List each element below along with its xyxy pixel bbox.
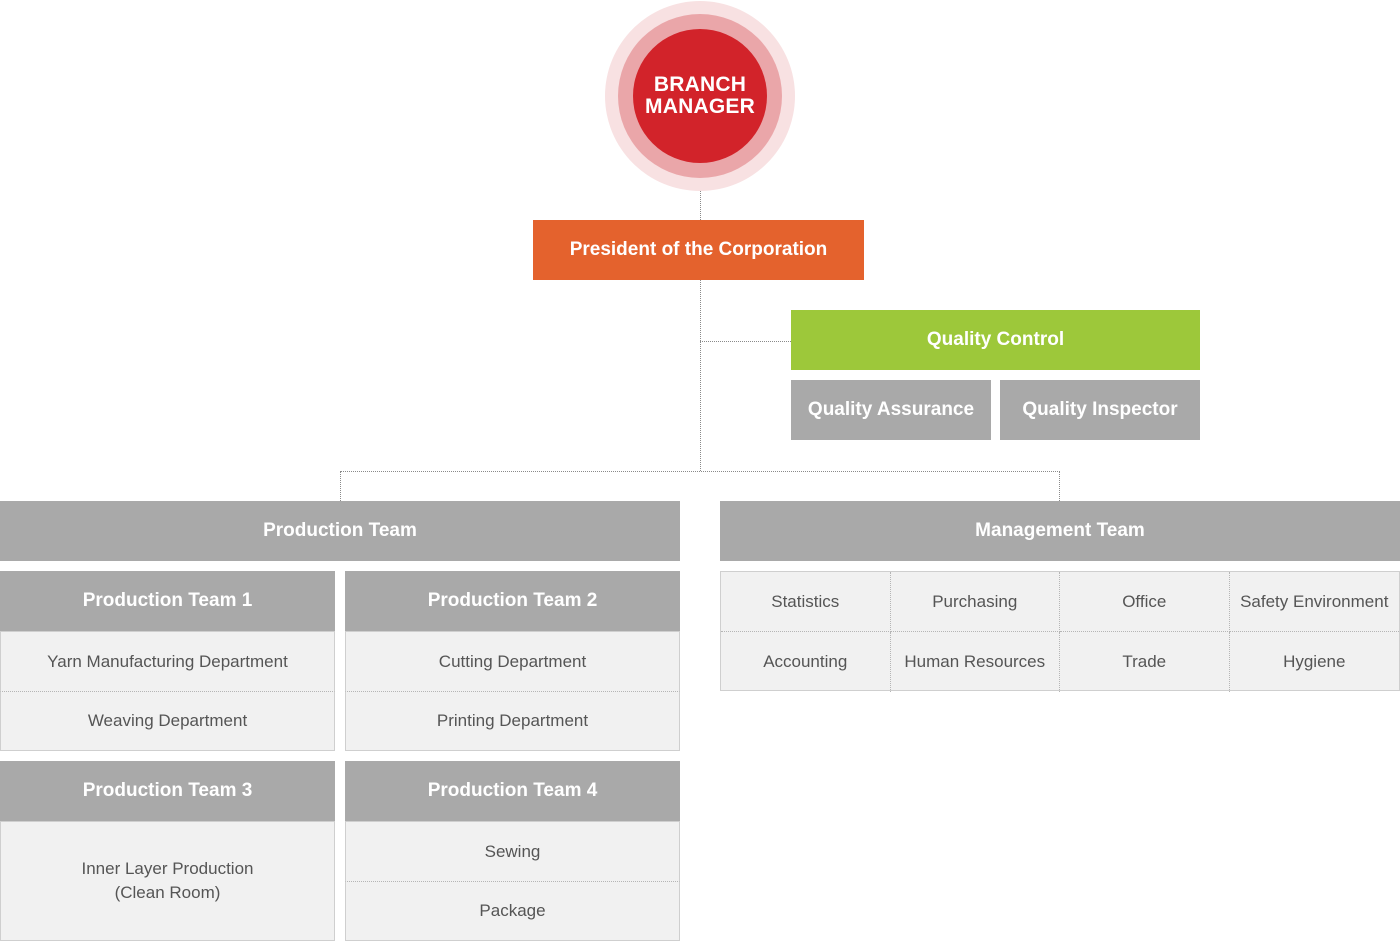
management-item-accounting: Accounting bbox=[721, 632, 891, 692]
production-team-4-item: Sewing bbox=[345, 821, 680, 881]
production-team-1-header: Production Team 1 bbox=[0, 571, 335, 631]
management-item-trade: Trade bbox=[1060, 632, 1230, 692]
production-team-4-header: Production Team 4 bbox=[345, 761, 680, 821]
production-team-2-item: Printing Department bbox=[345, 691, 680, 751]
branch-manager-node: BRANCH MANAGER bbox=[633, 29, 767, 163]
management-item-statistics: Statistics bbox=[721, 572, 891, 632]
connector-manager-president bbox=[700, 163, 701, 220]
management-item-office: Office bbox=[1060, 572, 1230, 632]
quality-inspector-node: Quality Inspector bbox=[1000, 380, 1200, 440]
president-node: President of the Corporation bbox=[533, 220, 864, 280]
production-team-header: Production Team bbox=[0, 501, 680, 561]
connector-team-bar bbox=[340, 471, 1060, 472]
branch-manager-line2: MANAGER bbox=[645, 95, 755, 118]
production-team-4-item: Package bbox=[345, 881, 680, 941]
management-item-human-resources: Human Resources bbox=[891, 632, 1060, 692]
management-item-hygiene: Hygiene bbox=[1283, 652, 1346, 671]
management-team-grid: Statistics Purchasing Office Safety Envi… bbox=[720, 571, 1400, 692]
quality-control-node: Quality Control bbox=[791, 310, 1200, 370]
production-team-1-item: Weaving Department bbox=[0, 691, 335, 751]
production-team-3-header: Production Team 3 bbox=[0, 761, 335, 821]
production-team-3-item-line2: (Clean Room) bbox=[114, 883, 221, 902]
management-item-safety-environment: Safety Environment bbox=[1229, 572, 1399, 632]
production-team-1-item: Yarn Manufacturing Department bbox=[0, 631, 335, 691]
production-team-3-item: Inner Layer Production (Clean Room) bbox=[0, 821, 335, 941]
management-item-purchasing: Purchasing bbox=[890, 572, 1060, 632]
connector-trunk-quality bbox=[700, 341, 791, 342]
branch-manager-line1: BRANCH bbox=[653, 73, 747, 96]
management-team-header: Management Team bbox=[720, 501, 1400, 561]
connector-management bbox=[1059, 471, 1060, 501]
connector-president-trunk bbox=[700, 280, 701, 471]
connector-production bbox=[340, 471, 341, 501]
production-team-2-header: Production Team 2 bbox=[345, 571, 680, 631]
quality-assurance-node: Quality Assurance bbox=[791, 380, 991, 440]
production-team-2-item: Cutting Department bbox=[345, 631, 680, 691]
production-team-3-item-line1: Inner Layer Production bbox=[81, 859, 254, 878]
